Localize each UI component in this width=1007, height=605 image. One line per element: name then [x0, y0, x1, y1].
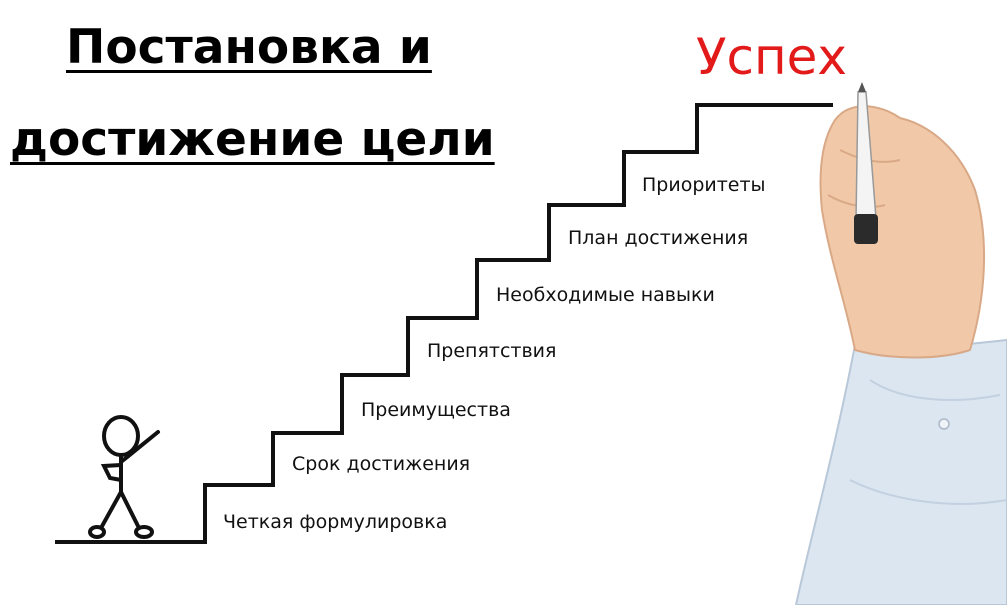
stick-figure — [88, 415, 160, 539]
step-label-6: План достижения — [568, 227, 749, 249]
step-label-4: Препятствия — [427, 340, 557, 362]
step-label-1: Четкая формулировка — [223, 511, 448, 533]
step-label-5: Необходимые навыки — [496, 284, 715, 306]
staircase-line — [203, 103, 833, 542]
title-line-2: достижение цели — [10, 112, 495, 167]
hand-with-marker — [794, 82, 1007, 605]
step-label-2: Срок достижения — [292, 453, 471, 475]
title-line-1: Постановка и — [66, 20, 432, 75]
hand — [819, 105, 986, 359]
stick-figure-head — [102, 415, 140, 457]
marker-pen — [854, 82, 878, 244]
step-label-7: Приоритеты — [642, 174, 766, 196]
shirt-sleeve — [794, 338, 1007, 605]
step-label-3: Преимущества — [361, 399, 511, 421]
goal-label: Успех — [696, 28, 848, 86]
